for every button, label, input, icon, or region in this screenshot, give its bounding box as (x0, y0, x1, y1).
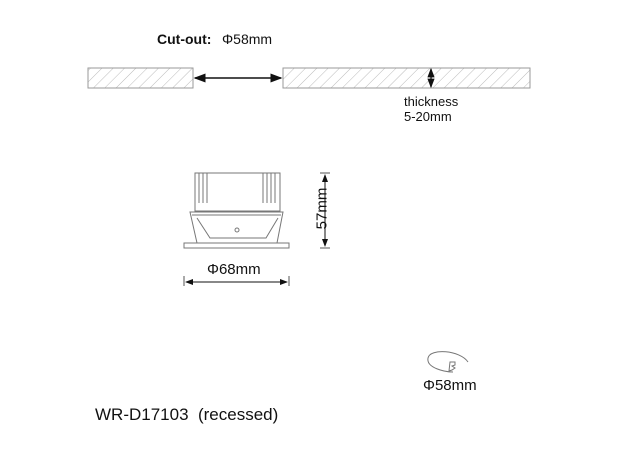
cutout-label: Cut-out: (157, 31, 212, 47)
ceiling-right (282, 67, 531, 89)
model-label: WR-D17103 (recessed) (95, 405, 279, 424)
thickness-value: 5-20mm (404, 109, 452, 124)
fixture (183, 172, 290, 249)
hole-label: Φ58mm (423, 377, 477, 394)
cutout-value: Φ58mm (222, 31, 273, 47)
hole-icon (427, 351, 469, 373)
ceiling-left (87, 67, 194, 89)
diameter-label: Φ68mm (207, 261, 261, 278)
height-label: 57mm (313, 187, 331, 230)
thickness-label: thickness (404, 94, 459, 109)
